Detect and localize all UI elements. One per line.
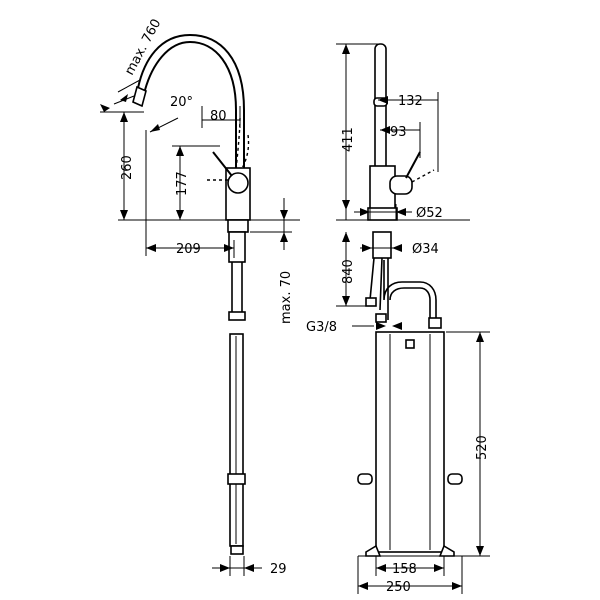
dim-lever-height-arrow-bottom [176, 210, 184, 220]
dim-angle-text: 20° [170, 95, 193, 110]
dim-angle-arrow [150, 124, 160, 132]
dim-inner-width-arrow-left [376, 564, 386, 572]
front-spout-column [374, 43, 387, 171]
dim-hose-length-text: 840 [341, 259, 356, 284]
side-body-base [227, 219, 249, 233]
front-connector-left [365, 297, 377, 307]
dim-projection-arrow-left [146, 244, 156, 252]
dim-max-reach-arrow [120, 94, 128, 102]
lever-handle [212, 151, 233, 177]
front-weight-box [375, 331, 445, 553]
spout-inner [137, 33, 245, 170]
dim-inner-width-text: 158 [392, 562, 417, 577]
dim-hose-length-arrow-top [342, 232, 350, 242]
dim-spout-height-arrow-top [120, 112, 128, 122]
dim-lever-height-arrow-top [176, 146, 184, 156]
dim-spout-height-text: 260 [120, 155, 135, 180]
dim-total-height-arrow-top [342, 44, 350, 54]
front-clip-left [357, 473, 373, 485]
front-lever-block [389, 175, 413, 195]
dim-bottom-width-arrow-right [244, 564, 254, 572]
front-clip-right [447, 473, 463, 485]
dim-spout-height-arrow-bottom [120, 210, 128, 220]
dim-outer-width-arrow-right [452, 582, 462, 590]
front-body-base [367, 207, 398, 221]
front-weight-tab [405, 339, 415, 349]
dim-inner-width-arrow-right [434, 564, 444, 572]
front-hose-1 [369, 257, 375, 301]
dim-connection-arrow-right [392, 322, 402, 330]
front-view: 411 132 93 Ø52 Ø34 840 G3/8 [306, 43, 490, 595]
front-hose-2 [379, 257, 383, 311]
side-weight-clip [227, 473, 246, 485]
dim-lever-offset-text: 93 [390, 125, 407, 140]
front-connector-mid [375, 313, 387, 323]
pullout-hose-dotted-2 [239, 134, 250, 173]
spout [144, 40, 237, 170]
dim-bottom-width-arrow-left [220, 564, 230, 572]
dim-body-diameter-arrow-right [396, 208, 406, 216]
dim-hose-length-arrow-bottom [342, 296, 350, 306]
dim-lever-top-text: 132 [398, 94, 423, 109]
dim-lever-offset-arrow [380, 126, 390, 134]
dim-connection-arrow [376, 322, 386, 330]
front-pullout-hose-outer [389, 287, 431, 318]
dim-weight-height-arrow-bottom [476, 546, 484, 556]
dim-max-thickness-arrow-top [280, 210, 288, 220]
dim-outer-width-arrow-left [358, 582, 368, 590]
spray-head [132, 85, 147, 108]
dim-lever-top-arrow [378, 96, 388, 104]
side-view: max. 760 20° 80 260 177 209 [100, 17, 300, 577]
dim-max-thickness-text: max. 70 [279, 271, 294, 324]
dim-weight-height-arrow-top [476, 332, 484, 342]
dim-bottom-width-text: 29 [270, 562, 287, 577]
side-connector [228, 311, 246, 321]
dim-hole-diameter-arrow-right [392, 244, 402, 252]
front-hose-connector-right [428, 317, 442, 329]
dim-body-diameter-text: Ø52 [416, 206, 443, 221]
dim-connection-text: G3/8 [306, 320, 337, 335]
dim-hole-diameter-text: Ø34 [412, 242, 439, 257]
front-shank [372, 231, 392, 259]
dim-body-diameter-arrow-left [360, 208, 370, 216]
front-lever-handle-dotted [411, 169, 435, 183]
side-weight-bottom [230, 545, 244, 555]
dim-outer-width-text: 250 [386, 580, 411, 595]
dim-total-height-arrow-bottom [342, 200, 350, 210]
dim-weight-height-text: 520 [475, 435, 490, 460]
dim-projection-text: 209 [176, 242, 201, 257]
dim-max-reach-line [117, 79, 141, 93]
front-lever-handle [405, 151, 421, 179]
dim-lever-height-text: 177 [175, 171, 190, 196]
dim-hole-diameter-arrow-left [362, 244, 372, 252]
dim-total-height-text: 411 [341, 127, 356, 152]
dim-spout-height-arrow-outer [100, 104, 110, 112]
dim-spout-offset-text: 80 [210, 109, 227, 124]
front-pullout-hose [383, 260, 437, 318]
lever-pivot [227, 172, 249, 194]
dim-projection-arrow-right [224, 244, 234, 252]
